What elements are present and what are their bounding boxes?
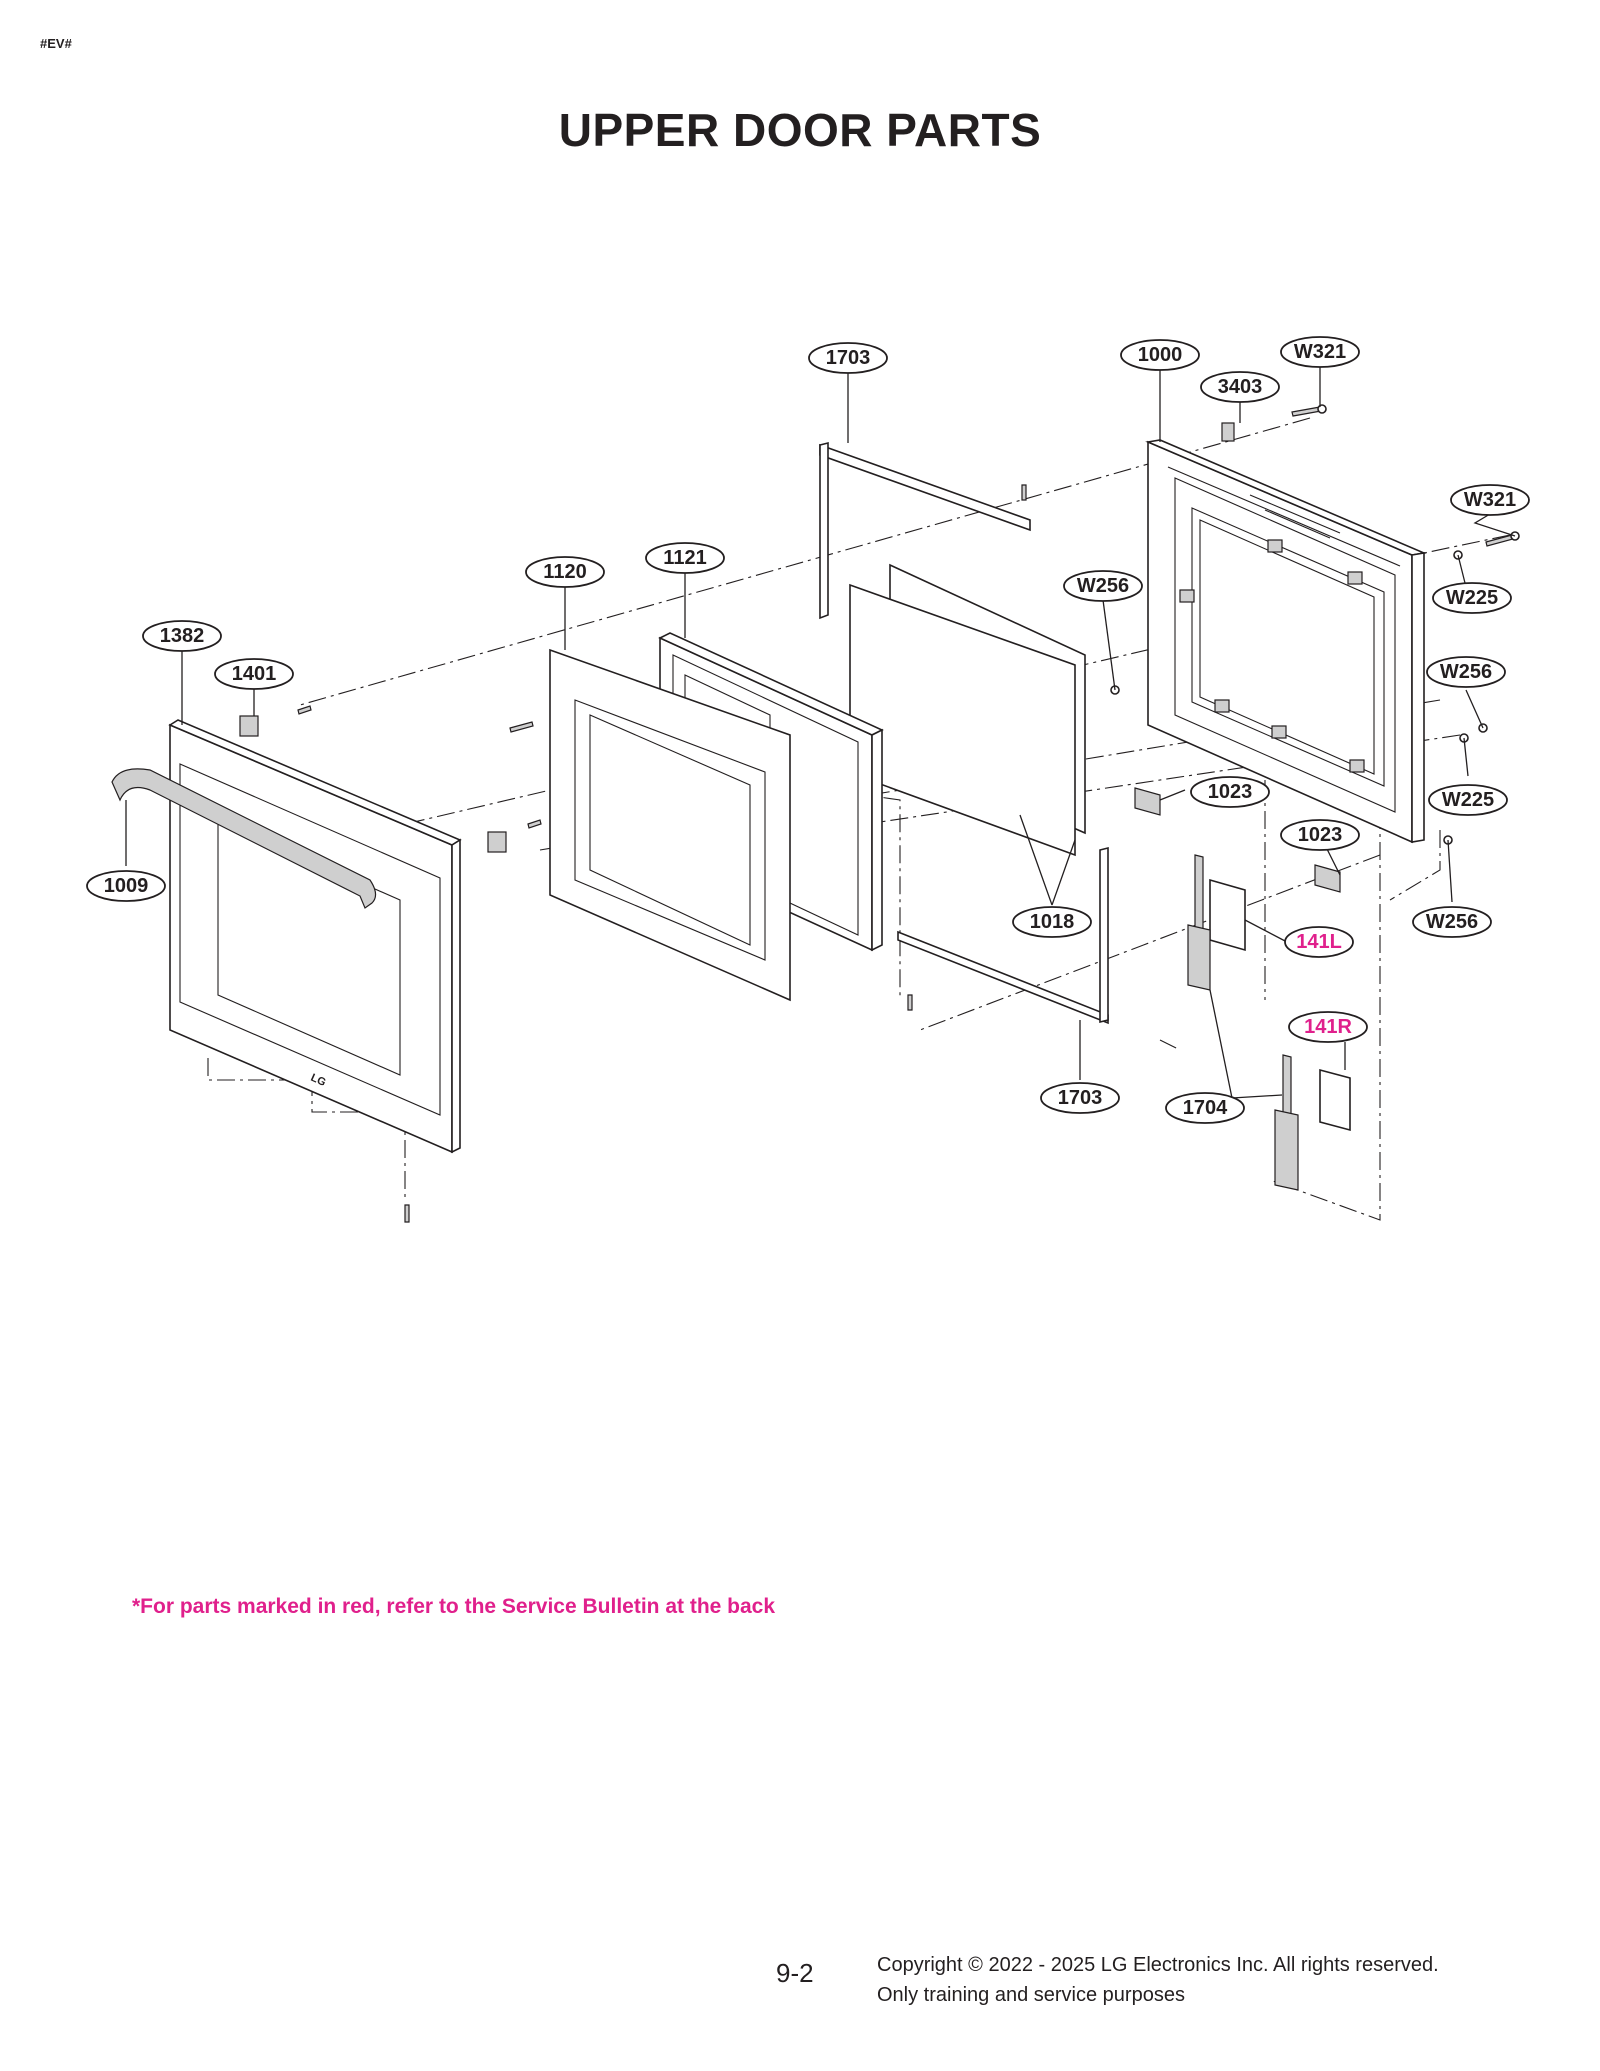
leader-lines: [125, 366, 1516, 1099]
callout-label: 1382: [160, 625, 205, 647]
svg-text:LG: LG: [309, 1072, 328, 1089]
outer-door-1382: LG: [168, 719, 462, 1154]
callout: W256: [1426, 656, 1506, 688]
callout-label: 1000: [1138, 344, 1183, 366]
bracket-3403: [1221, 422, 1235, 442]
callout-label: 1120: [543, 561, 586, 583]
screws: [297, 484, 1027, 1223]
callout: 3403: [1200, 371, 1280, 403]
callout-label: W225: [1442, 789, 1494, 811]
callout: W321: [1280, 336, 1360, 368]
callout-label: 1121: [663, 547, 706, 569]
screw-w321-top: [1291, 404, 1327, 417]
glass-1018: [849, 563, 1086, 857]
callout-label: 1703: [1058, 1087, 1103, 1109]
callout-label: W225: [1446, 587, 1498, 609]
callout-label: 1018: [1030, 911, 1075, 933]
callout: 1703: [808, 342, 888, 374]
page-number: 9-2: [776, 1958, 814, 1988]
callout-label: 141L: [1296, 931, 1342, 953]
seal-1703-bottom: [897, 846, 1109, 1025]
inner-panel-1120: [549, 648, 791, 1002]
callout: 1704: [1165, 1092, 1245, 1124]
screw-w321-right: [1485, 531, 1520, 547]
callout: W256: [1063, 570, 1143, 602]
callout: 1401: [214, 658, 294, 690]
callout: 1120: [525, 556, 605, 588]
callout: 1023: [1190, 776, 1270, 808]
callout: W225: [1432, 582, 1512, 614]
callout: W256: [1412, 906, 1492, 938]
callout-label: 1703: [826, 347, 871, 369]
service-bulletin-note: *For parts marked in red, refer to the S…: [132, 1595, 776, 1618]
seal-1703-top: [819, 441, 1031, 620]
callout: 141L: [1284, 926, 1354, 958]
callout-label: 1401: [232, 663, 277, 685]
hinge-141L: [1187, 854, 1246, 991]
callout-label: 1023: [1208, 781, 1253, 803]
callout-label: W321: [1294, 341, 1346, 363]
callout: 141R: [1288, 1011, 1368, 1043]
door-inner-frame-1000: [1145, 439, 1427, 844]
callout-label: W256: [1426, 911, 1478, 933]
callout: 1000: [1120, 339, 1200, 371]
hinge-receiver-1401: [239, 715, 507, 853]
hinge-141R: [1274, 1054, 1351, 1191]
callout: 1023: [1280, 819, 1360, 851]
copyright-line: Copyright © 2022 - 2025 LG Electronics I…: [877, 1954, 1439, 1976]
callout: 1382: [142, 620, 222, 652]
callout: W321: [1450, 484, 1530, 516]
page-title: UPPER DOOR PARTS: [558, 104, 1042, 156]
callout-label: 1023: [1298, 824, 1343, 846]
copyright: Copyright © 2022 - 2025 LG Electronics I…: [877, 1950, 1439, 2010]
callout-label: W256: [1077, 575, 1129, 597]
callout: W225: [1428, 784, 1508, 816]
callout-label: W256: [1440, 661, 1492, 683]
callout-label: 1009: [104, 875, 149, 897]
callout-label: W321: [1464, 489, 1516, 511]
callout: 1018: [1012, 906, 1092, 938]
block-1023: [1134, 787, 1341, 893]
callout: 1703: [1040, 1082, 1120, 1114]
document-code: #EV#: [40, 36, 72, 51]
callout: 1121: [645, 542, 725, 574]
callout-label: 1704: [1183, 1097, 1228, 1119]
callout-label: 3403: [1218, 376, 1263, 398]
copyright-line: Only training and service purposes: [877, 1984, 1185, 2006]
callout-label: 141R: [1304, 1016, 1352, 1038]
callout: 1009: [86, 870, 166, 902]
handle-1009: [111, 768, 377, 909]
